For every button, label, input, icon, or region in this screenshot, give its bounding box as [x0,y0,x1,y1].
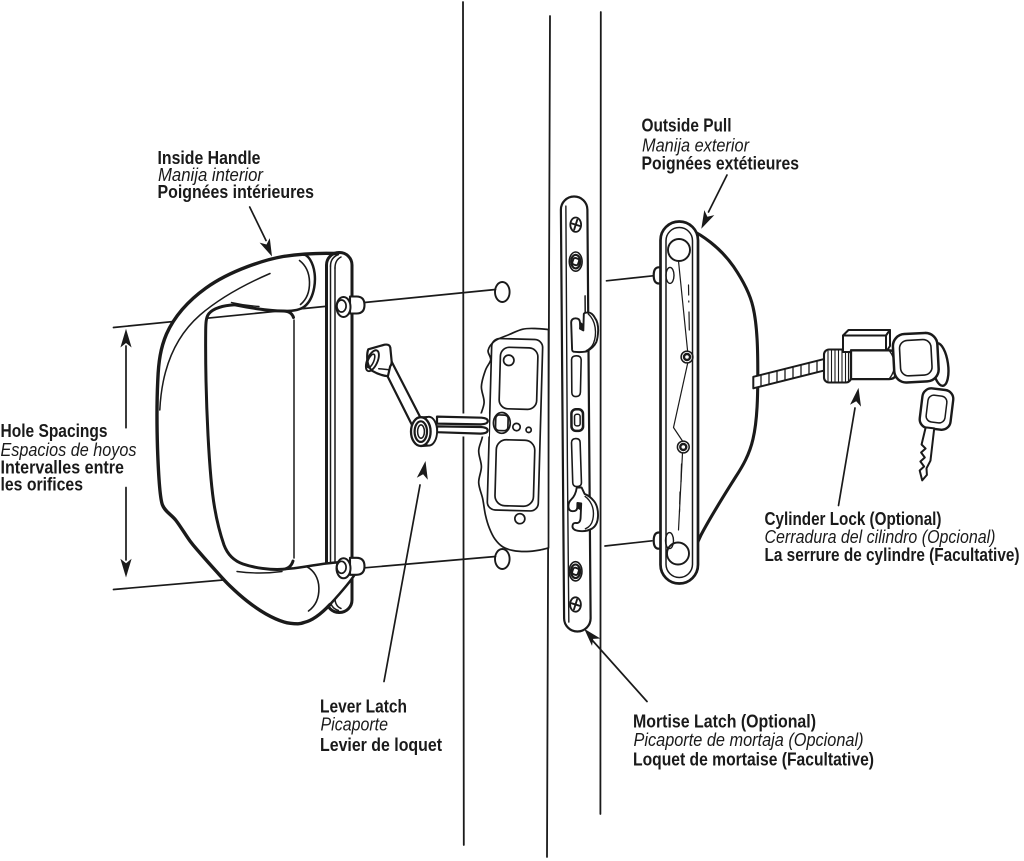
svg-text:Mortise Latch (Optional): Mortise Latch (Optional) [633,711,816,732]
svg-text:Poignées extétieures: Poignées extétieures [642,153,800,174]
svg-text:Lever Latch: Lever Latch [320,696,407,717]
svg-text:Manija exterior: Manija exterior [642,136,750,156]
svg-text:Picaporte: Picaporte [321,715,389,735]
svg-text:Inside Handle: Inside Handle [158,147,261,168]
svg-text:les orifices: les orifices [1,474,84,495]
svg-text:Manija interior: Manija interior [158,165,264,185]
svg-text:La serrure de cylindre (Facult: La serrure de cylindre (Facultative) [765,544,1020,565]
svg-text:Outside Pull: Outside Pull [642,115,732,136]
svg-text:Intervalles entre: Intervalles entre [1,457,125,478]
svg-text:Cerradura del cilindro (Opcion: Cerradura del cilindro (Opcional) [765,527,996,547]
svg-text:Loquet de mortaise (Facultativ: Loquet de mortaise (Facultative) [633,749,874,770]
svg-text:Cylinder Lock (Optional): Cylinder Lock (Optional) [765,508,942,529]
svg-text:Hole Spacings: Hole Spacings [1,420,108,441]
svg-text:Picaporte de mortaja (Opcional: Picaporte de mortaja (Opcional) [634,730,864,750]
svg-text:Espacios de hoyos: Espacios de hoyos [1,440,137,460]
svg-text:Levier de loquet: Levier de loquet [320,734,442,755]
svg-text:Poignées intérieures: Poignées intérieures [158,181,315,202]
